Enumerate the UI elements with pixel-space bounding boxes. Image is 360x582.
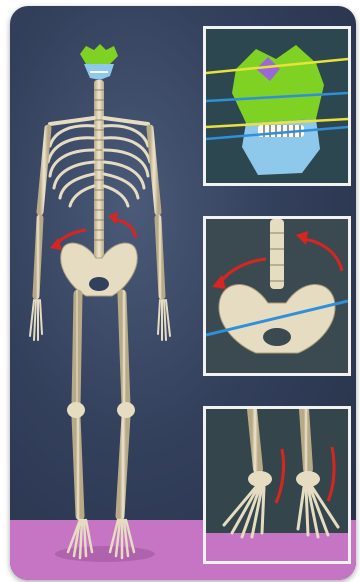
pelvis-closeup-illustration <box>206 219 348 373</box>
spine <box>94 80 104 270</box>
skull-closeup-illustration <box>206 29 348 183</box>
knees <box>67 402 135 418</box>
pelvis-closeup-inset <box>203 216 351 376</box>
feet-closeup-illustration <box>206 409 348 561</box>
hands <box>30 300 170 340</box>
feet-closeup-inset <box>203 406 351 564</box>
skull <box>80 44 118 80</box>
skull-closeup-inset <box>203 26 351 186</box>
illustration-frame <box>10 6 356 580</box>
legs <box>76 294 126 516</box>
